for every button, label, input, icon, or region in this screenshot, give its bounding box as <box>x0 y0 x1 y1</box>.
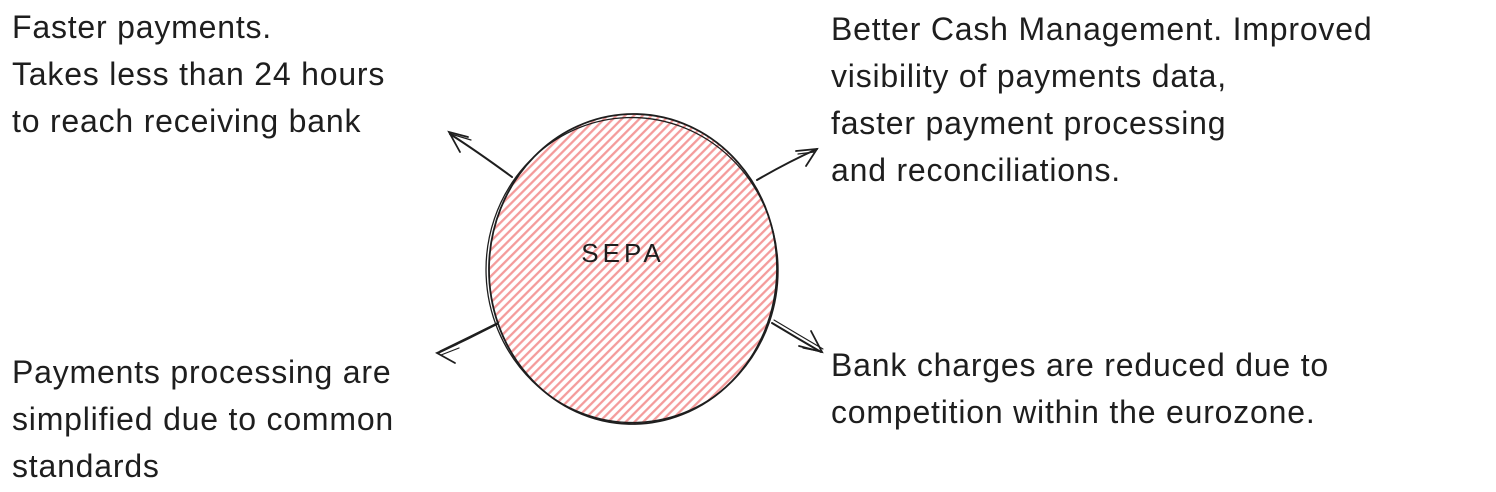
note-line: standards <box>12 448 160 484</box>
note-line: faster payment processing <box>831 105 1227 141</box>
arrow-bottom-left <box>434 321 500 364</box>
note-line: competition within the eurozone. <box>831 394 1316 430</box>
note-line: Faster payments. <box>12 9 273 45</box>
sepa-circle-label: SEPA <box>581 238 665 268</box>
note-line: simplified due to common <box>12 401 395 437</box>
arrow-top-left <box>447 130 513 178</box>
note-cash-management: Better Cash Management. Improved visibil… <box>831 6 1372 194</box>
note-common-standards: Payments processing are simplified due t… <box>12 349 394 490</box>
note-line: Better Cash Management. Improved <box>831 11 1373 47</box>
arrow-bottom-right <box>771 319 824 354</box>
note-bank-charges: Bank charges are reduced due to competit… <box>831 342 1329 436</box>
sepa-circle <box>485 113 779 425</box>
note-line: visibility of payments data, <box>831 58 1227 94</box>
arrow-top-right <box>756 147 819 181</box>
note-line: Takes less than 24 hours <box>12 56 386 92</box>
note-line: and reconciliations. <box>831 152 1121 188</box>
note-line: Bank charges are reduced due to <box>831 347 1330 383</box>
note-faster-payments: Faster payments. Takes less than 24 hour… <box>12 4 385 145</box>
note-line: to reach receiving bank <box>12 103 362 139</box>
note-line: Payments processing are <box>12 354 392 390</box>
